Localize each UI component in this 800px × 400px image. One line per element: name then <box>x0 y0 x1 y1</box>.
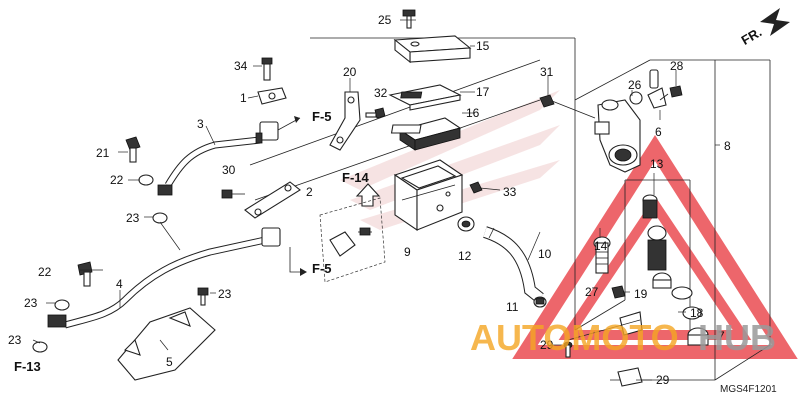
part-label: 16 <box>466 106 480 120</box>
circlip <box>682 306 702 320</box>
part-label: 26 <box>628 78 642 92</box>
sealing-washer <box>32 341 48 353</box>
banjo-bolt-lower <box>77 261 93 287</box>
sealing-washer <box>138 174 154 186</box>
reservoir-hose <box>483 226 544 303</box>
reference-label: F-5 <box>312 261 332 276</box>
reference-label: F-13 <box>14 359 41 374</box>
joint-pin <box>563 341 573 358</box>
part-label: 22 <box>110 173 124 187</box>
part-label: 28 <box>670 59 684 73</box>
reservoir-cap-screw <box>402 9 416 29</box>
part-label: 29 <box>540 338 554 352</box>
part-label: 14 <box>594 239 608 253</box>
guide-line <box>254 99 541 201</box>
part-label: 19 <box>634 287 648 301</box>
bolt-31 <box>539 94 596 119</box>
guide-line <box>249 59 541 166</box>
detail-box <box>319 197 386 283</box>
part-label: 5 <box>166 355 173 369</box>
part-label: 10 <box>538 247 552 261</box>
seal <box>687 327 709 346</box>
part-label: 21 <box>96 146 110 160</box>
part-label: 33 <box>503 185 517 199</box>
watermark-text: HUB <box>698 317 776 358</box>
part-label: 23 <box>8 333 22 347</box>
part-label-29: 29 <box>656 373 670 387</box>
watermark-triangle-icon <box>512 134 798 359</box>
reference-label: F-14 <box>342 170 370 185</box>
direction-arrow-icon <box>760 8 790 36</box>
part-label: 8 <box>724 139 731 153</box>
part-label: 6 <box>655 125 662 139</box>
o-ring <box>629 91 643 105</box>
part-label: 7 <box>718 329 725 343</box>
sealing-washer <box>152 212 168 224</box>
nut <box>611 285 626 299</box>
clevis <box>617 311 643 387</box>
part-label: 23 <box>126 211 140 225</box>
ref-arrow-icon <box>289 247 307 276</box>
part-label: 25 <box>378 13 392 27</box>
bolt-30 <box>221 189 245 199</box>
part-label: 4 <box>116 277 123 291</box>
part-label: 22 <box>38 265 52 279</box>
figure-code: MGS4F1201 <box>720 384 777 395</box>
part-label: 34 <box>234 59 248 73</box>
piston-boot <box>671 286 693 300</box>
reservoir-body <box>393 159 464 232</box>
hose-clamp-plate <box>257 87 287 105</box>
part-label: 3 <box>197 117 204 131</box>
part-label: 30 <box>222 163 236 177</box>
upper-brake-hose <box>157 121 279 196</box>
sealing-washer <box>54 299 70 311</box>
bolt-34 <box>261 57 273 81</box>
part-label: 31 <box>540 65 554 79</box>
part-label: 12 <box>458 249 472 263</box>
part-label: 18 <box>690 306 704 320</box>
banjo-bolt-upper <box>125 136 141 163</box>
view-arrow-icon <box>355 183 381 207</box>
bolt-21 <box>197 287 209 306</box>
hose-joint <box>647 69 667 109</box>
part-label: 23 <box>218 287 232 301</box>
master-cylinder <box>594 99 641 173</box>
part-label: 11 <box>506 300 519 314</box>
hose-holder <box>244 181 301 219</box>
ref-arrow-icon <box>277 116 301 131</box>
bolt-32 <box>365 107 386 119</box>
part-label: 27 <box>585 285 599 299</box>
part-label: 20 <box>343 65 357 79</box>
lower-brake-hose <box>47 227 281 329</box>
push-rod <box>593 236 611 274</box>
diaphragm <box>390 117 462 151</box>
part-label: 13 <box>650 157 664 171</box>
bolt-33 <box>469 181 501 194</box>
part-label: 2 <box>306 185 313 199</box>
reference-label: F-5 <box>312 109 332 124</box>
screw-26 <box>659 85 683 101</box>
diaphragm-plate <box>388 84 462 111</box>
part-label: 15 <box>476 39 490 53</box>
reservoir-stay <box>329 91 361 151</box>
piston-set <box>642 194 672 289</box>
part-label: 17 <box>476 85 490 99</box>
watermark-text: AUTOMOTO <box>470 317 679 358</box>
hose-clamp-12 <box>457 216 475 232</box>
part-label: 9 <box>404 245 411 259</box>
leader-lines <box>32 19 720 381</box>
reservoir-cap <box>393 35 472 64</box>
direction-label: FR. <box>739 24 765 47</box>
hose-clamp-11 <box>533 296 547 308</box>
part-label: 23 <box>24 296 38 310</box>
part-labels: 25 15 17 16 20 32 34 1 3 21 22 30 2 23 2… <box>8 13 731 387</box>
part-label: 32 <box>374 86 388 100</box>
hose-guide <box>117 307 216 381</box>
part-label: 1 <box>240 91 247 105</box>
